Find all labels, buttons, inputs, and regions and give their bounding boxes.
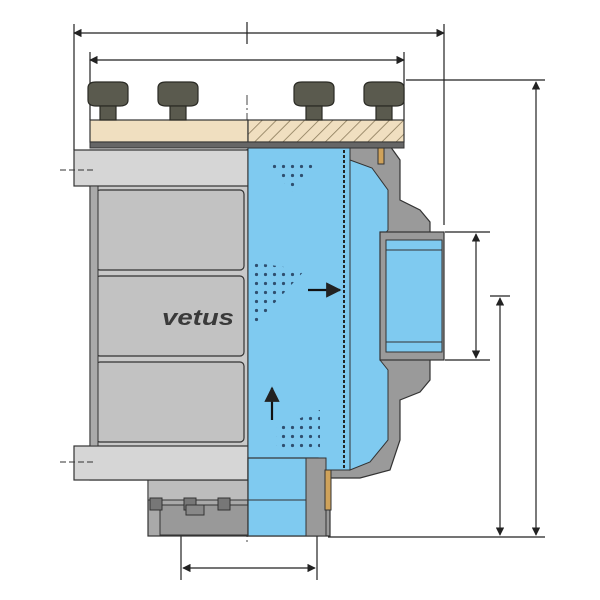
perforation-dots: [250, 160, 320, 452]
vetus-logo: vetus: [162, 305, 234, 330]
dimension-lines: [73, 22, 545, 580]
exterior-view: vetus: [60, 149, 249, 537]
cross-section-view: [247, 139, 445, 537]
lid: [89, 119, 405, 149]
bolt-icon: [149, 497, 231, 516]
knob-icon: [87, 81, 405, 121]
